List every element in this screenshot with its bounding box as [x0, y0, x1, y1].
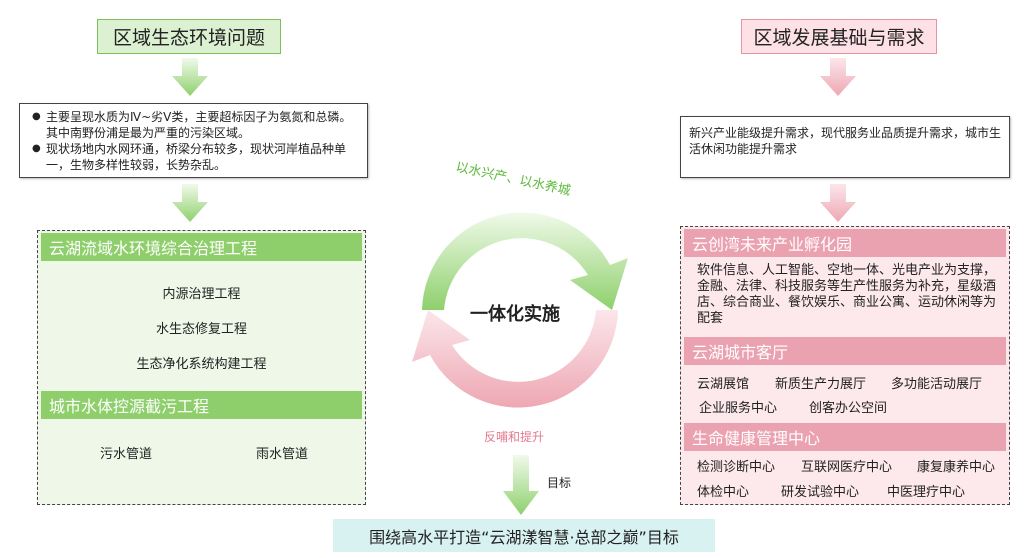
- facility-item: 多功能活动展厅: [891, 377, 983, 392]
- bottom-arc-label: 反哺和提升: [484, 430, 545, 444]
- facility-item: 中医理疗中心: [887, 485, 966, 500]
- pink-cycle-arrow: [412, 310, 618, 408]
- down-arrow-icon: [503, 455, 539, 515]
- facility-item: 体检中心: [697, 485, 750, 500]
- facility-item: 企业服务中心: [699, 401, 778, 416]
- section-header: 城市水体控源截污工程: [41, 391, 362, 419]
- section-header: 云创湾未来产业孵化园: [684, 229, 1006, 257]
- down-arrow-icon: [820, 58, 856, 96]
- section-header: 云湖城市客厅: [684, 337, 1006, 365]
- project-item: 雨水管道: [256, 447, 309, 462]
- center-label: 一体化实施: [470, 304, 560, 325]
- section-header: 生命健康管理中心: [684, 423, 1006, 451]
- cycle-diagram: [412, 212, 628, 408]
- facility-item: 云湖展馆: [697, 377, 750, 392]
- section-text: 软件信息、人工智能、空地一体、光电产业为支撑，金融、法律、科技服务等生产性服务为…: [697, 263, 997, 326]
- down-arrow-icon: [172, 58, 208, 96]
- problem-bullet: 现状场地内水网环通，桥梁分布较多，现状河岸植品种单一，生物多样性较弱，长势杂乱。: [28, 141, 359, 173]
- project-item: 污水管道: [100, 447, 153, 462]
- problem-bullet: 主要呈现水质为Ⅳ~劣Ⅴ类，主要超标因子为氨氮和总磷。其中南野份浦是最为严重的污染…: [28, 109, 359, 141]
- facility-item: 新质生产力展厅: [775, 377, 867, 392]
- goal-box: 围绕高水平打造“云湖漾智慧·总部之巅”目标: [333, 519, 715, 552]
- left-projects-box: 云湖流域水环境综合治理工程 内源治理工程 水生态修复工程 生态净化系统构建工程 …: [37, 230, 366, 505]
- project-item: 水生态修复工程: [155, 322, 247, 337]
- project-item: 生态净化系统构建工程: [136, 357, 267, 372]
- left-problem-box: 主要呈现水质为Ⅳ~劣Ⅴ类，主要超标因子为氨氮和总磷。其中南野份浦是最为严重的污染…: [19, 103, 368, 178]
- project-item: 内源治理工程: [162, 287, 241, 302]
- section-header: 云湖流域水环境综合治理工程: [41, 233, 362, 261]
- right-title: 区域发展基础与需求: [741, 19, 937, 54]
- left-title: 区域生态环境问题: [97, 19, 281, 54]
- green-cycle-arrow: [422, 212, 628, 310]
- down-arrow-icon: [172, 184, 208, 222]
- facility-item: 研发试验中心: [781, 485, 860, 500]
- right-projects-box: 云创湾未来产业孵化园 软件信息、人工智能、空地一体、光电产业为支撑，金融、法律、…: [680, 226, 1010, 505]
- right-demand-box: 新兴产业能级提升需求，现代服务业品质提升需求，城市生活休闲功能提升需求: [680, 116, 1010, 178]
- arrow-label: 目标: [547, 476, 572, 490]
- facility-item: 康复康养中心: [917, 460, 996, 475]
- down-arrow-icon: [820, 184, 856, 222]
- facility-item: 互联网医疗中心: [801, 460, 893, 475]
- facility-item: 创客办公空间: [809, 401, 888, 416]
- facility-item: 检测诊断中心: [697, 460, 776, 475]
